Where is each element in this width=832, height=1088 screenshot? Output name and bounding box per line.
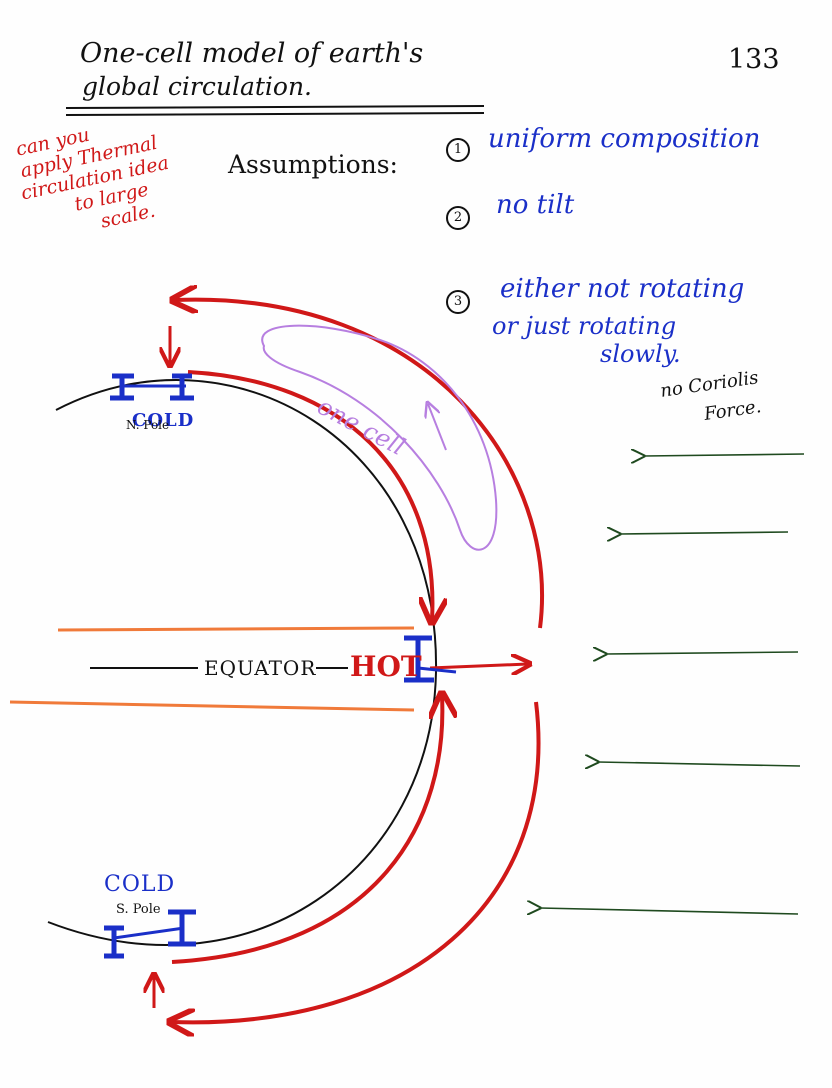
south-surface-flow-arrow bbox=[171, 696, 442, 964]
assumption-2-text: no tilt bbox=[496, 190, 575, 220]
title-line-1: One-cell model of earth's bbox=[80, 38, 424, 69]
south-pole-label: S. Pole bbox=[116, 902, 161, 917]
assumptions-heading: Assumptions: bbox=[228, 150, 398, 179]
equator-label: EQUATOR bbox=[204, 656, 317, 680]
north-surface-flow-arrow bbox=[187, 370, 432, 620]
south-pressure-symbol bbox=[104, 909, 196, 959]
equator-pressure-symbol bbox=[404, 635, 457, 683]
earth-surface bbox=[47, 379, 438, 946]
hot-label: HOT bbox=[350, 650, 422, 683]
assumption-3-line-3: slowly. bbox=[600, 340, 681, 368]
assumption-3-number: 3 bbox=[446, 290, 470, 314]
sunlight-arrow-2 bbox=[620, 532, 789, 534]
north-pressure-symbol bbox=[110, 373, 194, 401]
assumption-1-number: 1 bbox=[446, 138, 470, 162]
sunlight-arrow-5 bbox=[540, 908, 799, 914]
one-cell-arrow bbox=[428, 404, 447, 451]
assumption-1-text: uniform composition bbox=[488, 124, 761, 154]
assumption-3-line-2: or just rotating bbox=[492, 312, 677, 340]
sunlight-arrow-1 bbox=[644, 454, 805, 456]
title-line-2: global circulation. bbox=[82, 72, 312, 101]
equator-rising-arrow bbox=[429, 664, 528, 668]
latitude-line-south bbox=[9, 700, 415, 712]
north-cold-label: COLD bbox=[132, 410, 195, 431]
lower-return-arrow bbox=[172, 701, 541, 1022]
latitude-line-north bbox=[57, 626, 415, 632]
north-pole-label: N. Pole bbox=[126, 418, 170, 432]
page-number: 133 bbox=[728, 44, 780, 75]
south-cold-label: COLD bbox=[104, 872, 176, 897]
upper-return-arrow bbox=[175, 300, 544, 629]
title-underline bbox=[65, 105, 485, 109]
one-cell-loop bbox=[261, 324, 498, 551]
assumption-2-number: 2 bbox=[446, 206, 470, 230]
assumption-3-line-1: either not rotating bbox=[500, 274, 745, 304]
sunlight-arrow-4 bbox=[598, 762, 801, 766]
title-underline-2 bbox=[65, 112, 485, 116]
sunlight-arrow-3 bbox=[606, 652, 799, 654]
